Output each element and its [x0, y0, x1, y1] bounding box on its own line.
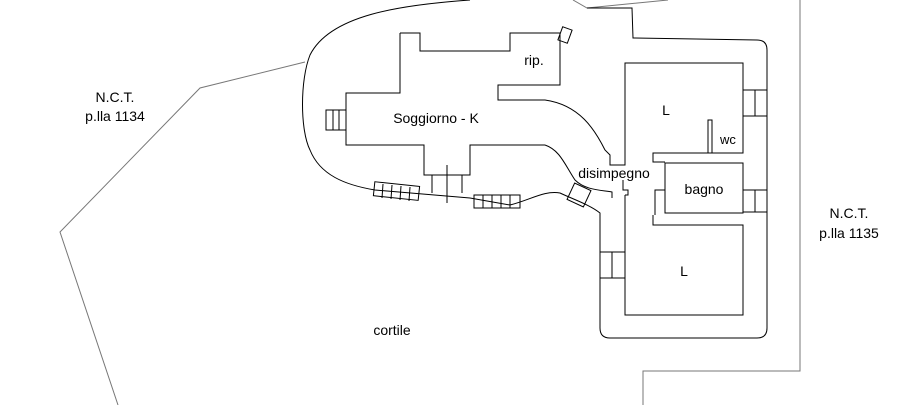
top-boundary: [572, 0, 669, 9]
right-boundary: [642, 0, 801, 405]
hallway-wall: [622, 180, 629, 196]
parcel-left-line2: p.lla 1134: [85, 108, 145, 124]
living-room-wall: [400, 32, 626, 198]
room-label-bathroom: bagno: [685, 181, 724, 197]
parcel-right-line2: p.lla 1135: [819, 225, 879, 241]
room-label-storage: rip.: [524, 52, 543, 68]
area-label-courtyard: cortile: [373, 322, 411, 338]
room-label-hallway: disimpegno: [578, 165, 650, 181]
room-label-living: Soggiorno - K: [393, 110, 479, 126]
room-label-bedroom-bottom: L: [680, 263, 688, 279]
windows: [325, 26, 768, 279]
bedroom-top-wall: [624, 62, 744, 163]
bathroom-wall: [654, 162, 744, 215]
parcel-right-line1: N.C.T.: [830, 205, 869, 221]
room-label-wc: wc: [719, 132, 736, 147]
parcel-left-line1: N.C.T.: [96, 89, 135, 105]
outer-wall: [302, 0, 768, 339]
living-room-wall-left: [345, 33, 545, 176]
wc-wall: [707, 119, 713, 153]
room-label-bedroom-top: L: [662, 102, 670, 118]
bedroom-bottom-wall: [624, 195, 744, 316]
left-boundary: [59, 61, 306, 405]
